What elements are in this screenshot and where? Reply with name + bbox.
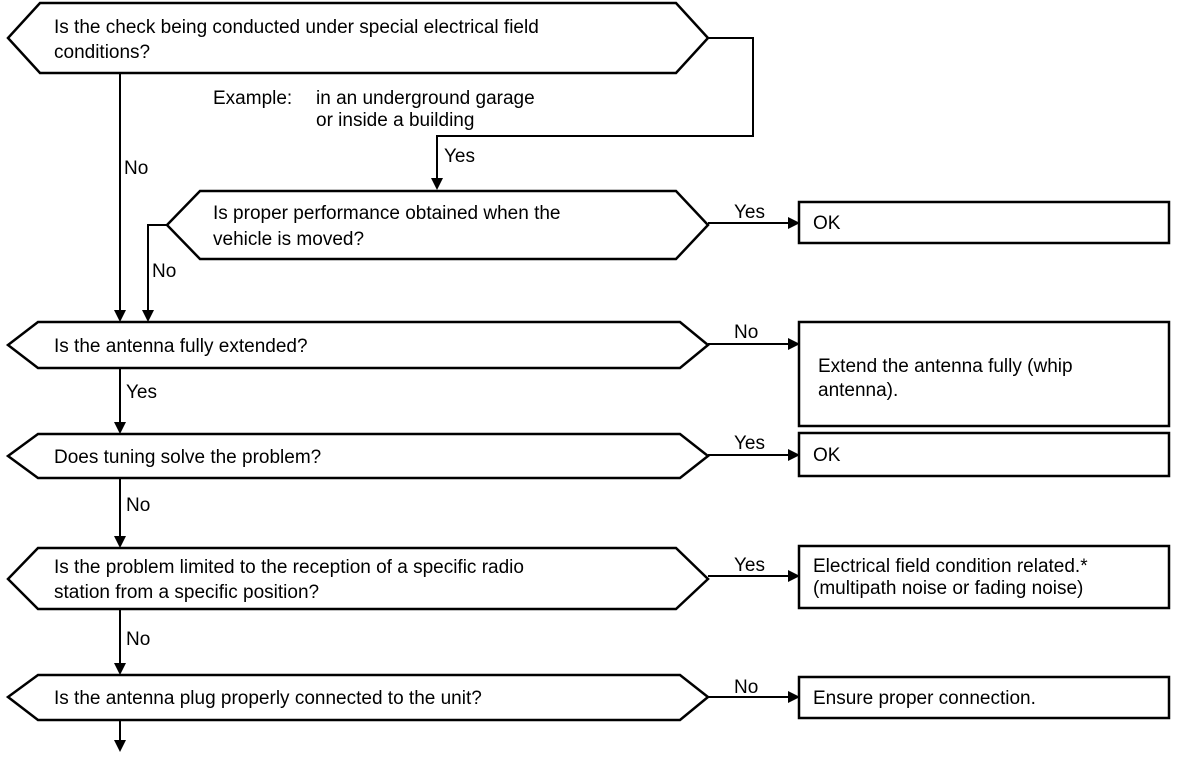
q1-yes-arrowhead [431, 178, 443, 190]
r4-text-line2: (multipath noise or fading noise) [813, 578, 1083, 599]
q1-text-line1: Is the check being conducted under speci… [54, 17, 539, 38]
result-r3-box [797, 431, 1171, 478]
q2-no-arrowhead [142, 310, 154, 322]
result-r4-box [797, 544, 1171, 610]
q5-yes-arrowhead [788, 570, 800, 582]
q5-text-line2: station from a specific position? [54, 582, 319, 603]
q4-yes-label: Yes [734, 433, 765, 454]
decision-q2-shape [165, 189, 710, 261]
q1-no-arrowhead [114, 310, 126, 322]
result-r1-box [797, 200, 1171, 245]
q5-text-line1: Is the problem limited to the reception … [54, 557, 524, 578]
q3-yes-arrowhead [114, 422, 126, 434]
r4-text-line1: Electrical field condition related.* [813, 556, 1088, 577]
result-r2-box [797, 320, 1171, 428]
decision-q5-shape [6, 546, 710, 611]
note-prefix: Example: [213, 88, 292, 109]
note-line1: in an underground garage [316, 88, 535, 109]
r3-text: OK [813, 445, 841, 466]
q5-no-arrowhead [114, 663, 126, 675]
q5-yes-label: Yes [734, 555, 765, 576]
q1-yes-label: Yes [444, 146, 475, 167]
q6-continue-arrowhead [114, 740, 126, 752]
q5-no-label: No [126, 629, 150, 650]
q3-yes-label: Yes [126, 382, 157, 403]
note-line2: or inside a building [316, 110, 474, 131]
decision-q4-shape [5, 432, 711, 480]
q2-no-label: No [152, 261, 176, 282]
q6-no-label: No [734, 677, 758, 698]
q1-text-line2: conditions? [54, 42, 150, 63]
q1-no-label: No [124, 158, 148, 179]
q3-text: Is the antenna fully extended? [54, 336, 308, 357]
q3-no-arrowhead [788, 338, 800, 350]
q2-yes-arrowhead [788, 217, 800, 229]
q4-yes-arrowhead [788, 449, 800, 461]
q6-text: Is the antenna plug properly connected t… [54, 688, 482, 709]
q2-no-connector [147, 224, 167, 312]
r2-text-line1: Extend the antenna fully (whip [818, 356, 1073, 377]
decision-q6-shape [5, 673, 710, 722]
q4-no-label: No [126, 495, 150, 516]
q2-text-line2: vehicle is moved? [213, 229, 364, 250]
r5-text: Ensure proper connection. [813, 688, 1036, 709]
q1-yes-connector [436, 37, 754, 180]
result-r5-box [797, 675, 1171, 720]
decision-q1-shape [6, 1, 710, 75]
q6-no-arrowhead [788, 691, 800, 703]
q4-no-arrowhead [114, 536, 126, 548]
q3-no-label: No [734, 322, 758, 343]
r2-text-line2: antenna). [818, 380, 898, 401]
decision-q3-shape [5, 320, 710, 370]
q2-yes-label: Yes [734, 202, 765, 223]
r1-text: OK [813, 213, 841, 234]
q4-text: Does tuning solve the problem? [54, 447, 321, 468]
q2-text-line1: Is proper performance obtained when the [213, 203, 561, 224]
